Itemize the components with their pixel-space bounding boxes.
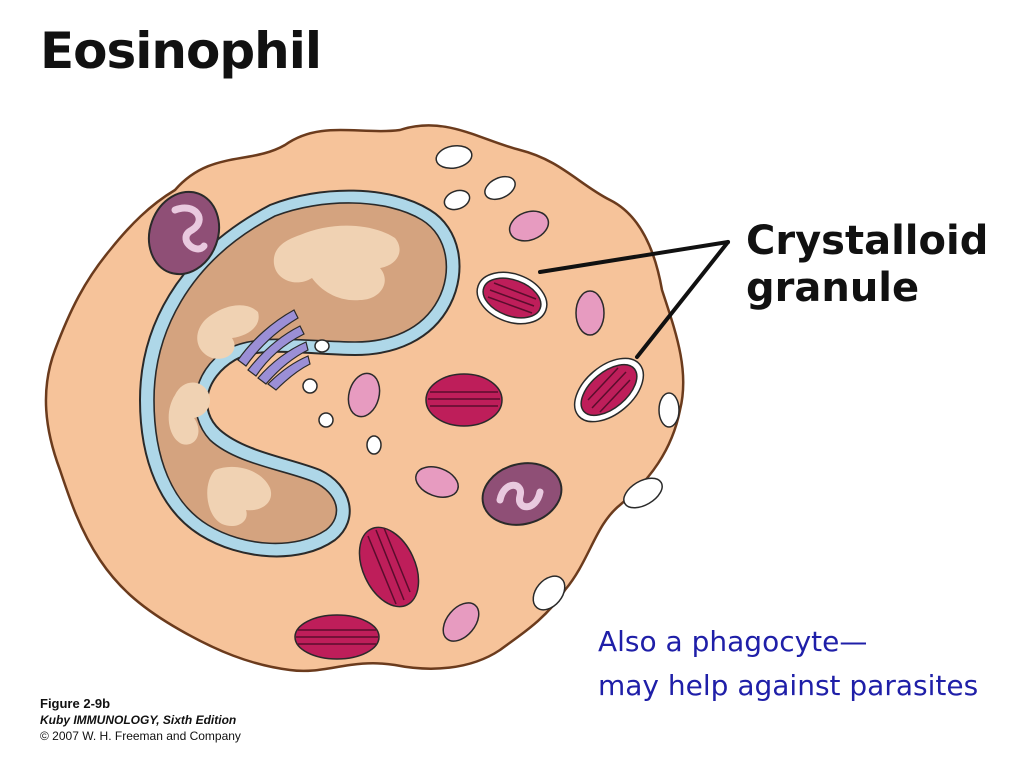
crystalloid-granule-label: Crystalloid granule — [746, 218, 988, 312]
crystalloid-granule — [358, 526, 420, 608]
pink-granules — [347, 210, 605, 642]
crystalloid-granule — [476, 271, 548, 325]
figure-caption: Figure 2-9b Kuby IMMUNOLOGY, Sixth Editi… — [40, 696, 241, 744]
figure-number: Figure 2-9b — [40, 696, 111, 711]
mitochondrion — [147, 190, 221, 276]
book-title: Kuby IMMUNOLOGY, Sixth Edition — [40, 713, 237, 727]
chromatin — [168, 225, 400, 527]
page-title: Eosinophil — [40, 22, 322, 80]
crystalloid-granule — [425, 373, 503, 427]
crystalloid-granule — [294, 614, 380, 660]
label-pointer — [538, 240, 730, 359]
label-line-1: Crystalloid — [746, 218, 989, 264]
crystalloid-granule — [573, 357, 645, 423]
vacuoles — [302, 144, 680, 611]
mitochondrion — [481, 462, 563, 526]
copyright: © 2007 W. H. Freeman and Company — [40, 729, 241, 743]
note-line-2: may help against parasites — [598, 669, 979, 702]
golgi-apparatus — [237, 309, 311, 391]
note-line-1: Also a phagocyte— — [598, 625, 868, 658]
label-line-2: granule — [746, 265, 920, 311]
phagocyte-note: Also a phagocyte— may help against paras… — [598, 620, 978, 708]
